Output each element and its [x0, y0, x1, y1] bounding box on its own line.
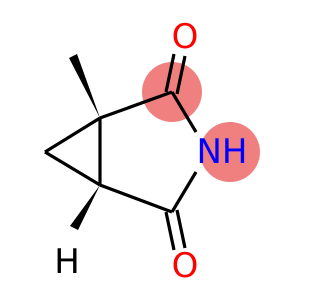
bond-c4-c5 [99, 183, 173, 214]
hydrogen-atom-label: H [54, 242, 80, 282]
bond-c2-n [170, 91, 198, 133]
bond-c4-o2-b [175, 209, 187, 249]
bond-n-c4 [170, 171, 198, 213]
wedge-bond-methyl [69, 54, 100, 118]
wedge-bond-hydrogen [70, 185, 100, 230]
bond-c1-c2 [99, 90, 173, 120]
bond-c2-o1-a [164, 53, 176, 93]
bond-c2-o1-b [175, 55, 187, 95]
nh-atom-highlight [200, 122, 260, 182]
oxygen-atom-label-top: O [172, 17, 199, 57]
bond-c4-o2-a [164, 211, 176, 251]
nh-atom-label: NH [197, 132, 248, 172]
molecule-structure-diagram: O NH O H [44, 17, 260, 286]
bond-c1-c6 [44, 116, 101, 154]
bond-c6-c5 [44, 150, 101, 187]
oxygen-atom-label-bottom: O [172, 246, 199, 286]
